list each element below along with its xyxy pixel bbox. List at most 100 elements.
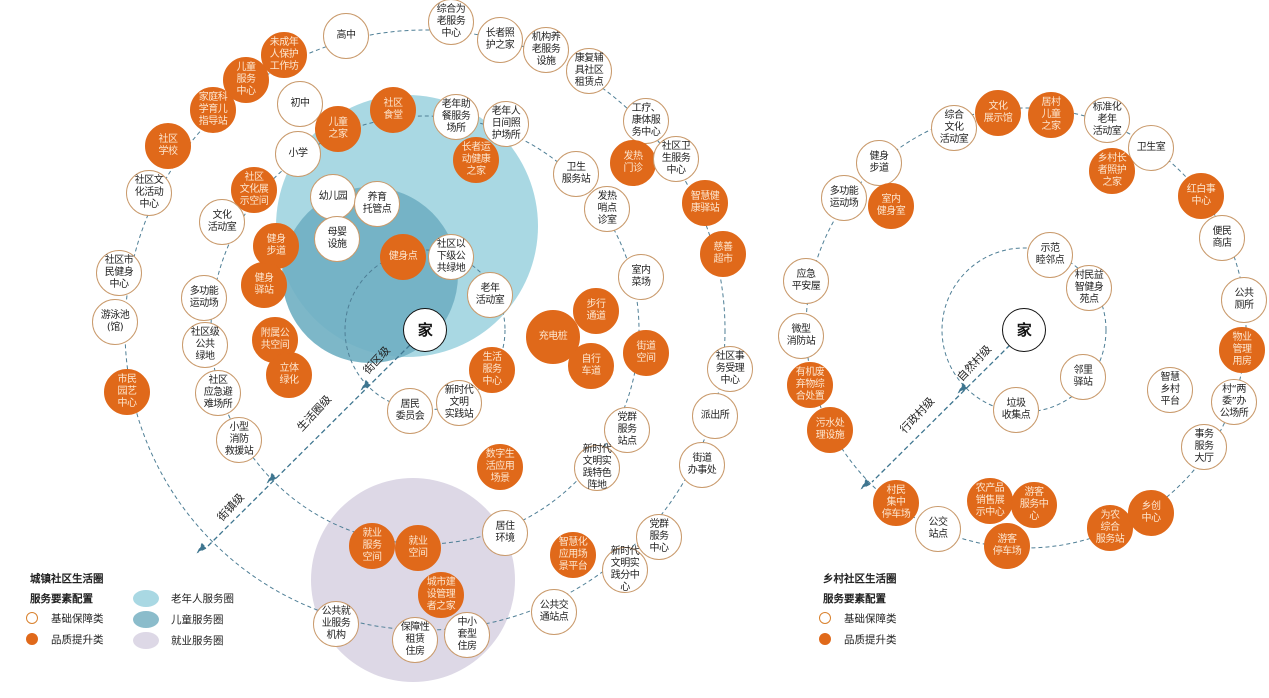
rural-service-node-quality: 居村 儿童 之家 xyxy=(1028,92,1074,138)
rural-service-node-basic: 智慧 乡村 平台 xyxy=(1147,367,1193,413)
urban-circle-legend: 老年人服务圈 儿童服务圈 就业服务圈 xyxy=(133,589,234,654)
rural-service-node-basic: 邻里 驿站 xyxy=(1060,354,1106,400)
urban-service-node-basic: 长者照 护之家 xyxy=(477,17,523,63)
legend-subtitle: 服务要素配置 xyxy=(30,593,93,605)
arrow-head xyxy=(266,472,278,484)
urban-service-node-basic: 发热 哨点 诊室 xyxy=(584,186,630,232)
urban-service-node-basic: 卫生 服务站 xyxy=(553,151,599,197)
rural-service-node-quality: 污水处 理设施 xyxy=(807,407,853,453)
rural-service-node-basic: 综合 文化 活动室 xyxy=(931,105,977,151)
urban-service-node-basic: 社区卫 生服务 中心 xyxy=(653,136,699,182)
urban-service-node-quality: 社区 文化展 示空间 xyxy=(231,167,277,213)
urban-service-node-basic: 党群 服务 中心 xyxy=(636,514,682,560)
urban-service-node-quality: 立体 绿化 xyxy=(266,352,312,398)
urban-service-node-basic: 老年助 餐服务 场所 xyxy=(433,94,479,140)
urban-service-node-basic: 幼儿园 xyxy=(310,174,356,220)
rural-service-node-basic: 应急 平安屋 xyxy=(783,258,829,304)
urban-service-node-basic: 初中 xyxy=(277,81,323,127)
rural-service-node-basic: 垃圾 收集点 xyxy=(993,387,1039,433)
quality-marker-icon xyxy=(26,633,38,645)
rural-service-node-basic: 村“两 委”办 公场所 xyxy=(1211,379,1257,425)
urban-service-node-quality: 生活 服务 中心 xyxy=(469,347,515,393)
legend-title: 乡村社区生活圈 xyxy=(823,573,897,585)
rural-service-node-quality: 游客 服务中 心 xyxy=(1011,482,1057,528)
urban-legend: 城镇社区生活圈 服务要素配置 基础保障类 品质提升类 xyxy=(26,571,104,653)
rural-service-node-basic: 标准化 老年 活动室 xyxy=(1084,97,1130,143)
basic-marker-icon xyxy=(819,612,831,624)
rural-service-node-quality: 村民 集中 停车场 xyxy=(873,480,919,526)
quality-marker-icon xyxy=(819,633,831,645)
urban-service-node-quality: 未成年 人保护 工作坊 xyxy=(261,32,307,78)
urban-service-node-basic: 新时代 文明实 践特色 阵地 xyxy=(574,444,620,491)
rural-service-node-quality: 乡村长 者照护 之家 xyxy=(1089,148,1135,194)
legend-children: 儿童服务圈 xyxy=(171,613,224,626)
urban-service-node-quality: 数字生 活应用 场景 xyxy=(477,444,523,490)
employment-swatch-icon xyxy=(133,631,159,649)
urban-service-node-quality: 社区 学校 xyxy=(145,123,191,169)
children-swatch-icon xyxy=(133,610,159,628)
urban-service-node-basic: 母婴 设施 xyxy=(314,216,360,262)
urban-service-node-basic: 党群 服务 站点 xyxy=(604,407,650,453)
legend-elderly: 老年人服务圈 xyxy=(171,592,234,605)
urban-service-node-quality: 儿童 之家 xyxy=(315,106,361,152)
urban-service-node-quality: 街道 空间 xyxy=(623,330,669,376)
urban-service-node-quality: 市民 园艺 中心 xyxy=(104,369,150,415)
basic-marker-icon xyxy=(26,612,38,624)
rural-service-node-quality: 乡创 中心 xyxy=(1128,490,1174,536)
urban-service-node-basic: 新时代 文明实 践分中 心 xyxy=(602,546,648,593)
rural-service-node-quality: 文化 展示馆 xyxy=(975,90,1021,136)
urban-service-node-basic: 老年 活动室 xyxy=(467,272,513,318)
rural-service-node-basic: 村民益 智健身 苑点 xyxy=(1066,265,1112,311)
urban-service-node-quality: 家庭科 学育儿 指导站 xyxy=(190,87,236,133)
urban-service-node-quality: 发热 门诊 xyxy=(610,140,656,186)
urban-service-node-basic: 老年人 日间照 护场所 xyxy=(483,101,529,147)
urban-service-node-basic: 室内 菜场 xyxy=(618,254,664,300)
urban-ring-block xyxy=(344,249,506,411)
urban-service-node-quality: 就业 服务 空间 xyxy=(349,523,395,569)
urban-service-node-basic: 保障性 租赁 住房 xyxy=(392,617,438,663)
urban-service-node-quality: 长者运 动健康 之家 xyxy=(453,137,499,183)
urban-service-node-basic: 社区文 化活动 中心 xyxy=(126,170,172,216)
arrow-head xyxy=(957,382,969,394)
urban-service-node-basic: 中小 套型 住房 xyxy=(444,612,490,658)
urban-service-node-basic: 机构养 老服务 设施 xyxy=(523,27,569,73)
urban-service-node-quality: 儿童 服务 中心 xyxy=(223,57,269,103)
elderly-swatch-icon xyxy=(133,589,159,607)
urban-service-node-quality: 慈善 超市 xyxy=(700,231,746,277)
urban-service-node-basic: 小学 xyxy=(275,131,321,177)
urban-service-node-basic: 公共交 通站点 xyxy=(531,589,577,635)
rural-level-arrow xyxy=(871,344,1011,483)
rural-service-node-basic: 事务 服务 大厅 xyxy=(1181,424,1227,470)
legend-quality: 品质提升类 xyxy=(51,633,104,646)
rural-service-node-quality: 农产品 销售展 示中心 xyxy=(967,478,1013,524)
rural-service-node-basic: 公交 站点 xyxy=(915,506,961,552)
urban-service-node-quality: 健身点 xyxy=(380,234,426,280)
urban-service-node-quality: 智慧健 康驿站 xyxy=(682,180,728,226)
rural-service-node-quality: 有机废 弃物综 合处置 xyxy=(787,362,833,408)
urban-service-node-basic: 多功能 运动场 xyxy=(181,275,227,321)
urban-service-node-basic: 社区事 务受理 中心 xyxy=(707,346,753,392)
urban-service-node-basic: 文化 活动室 xyxy=(199,199,245,245)
rural-service-node-basic: 多功能 运动场 xyxy=(821,175,867,221)
urban-service-node-quality: 智慧化 应用场 景平台 xyxy=(550,532,596,578)
legend-employment: 就业服务圈 xyxy=(171,634,224,647)
rural-service-node-basic: 健身 步道 xyxy=(856,140,902,186)
rural-service-node-basic: 微型 消防站 xyxy=(778,313,824,359)
urban-service-node-basic: 养育 托管点 xyxy=(354,181,400,227)
legend-subtitle: 服务要素配置 xyxy=(823,593,886,605)
urban-service-node-basic: 游泳池 (馆) xyxy=(92,299,138,345)
urban-service-node-basic: 街道 办事处 xyxy=(679,442,725,488)
urban-service-node-basic: 居民 委员会 xyxy=(387,388,433,434)
rural-legend: 乡村社区生活圈 服务要素配置 基础保障类 品质提升类 xyxy=(819,571,897,653)
urban-service-node-quality: 城市建 设管理 者之家 xyxy=(418,572,464,618)
urban-service-node-quality: 健身 驿站 xyxy=(241,262,287,308)
urban-service-node-basic: 工疗、 康体服 务中心 xyxy=(623,98,669,144)
urban-service-node-basic: 居住 环境 xyxy=(482,510,528,556)
urban-service-node-basic: 高中 xyxy=(323,13,369,59)
urban-service-node-basic: 社区 应急避 难场所 xyxy=(195,370,241,416)
urban-service-node-quality: 自行 车道 xyxy=(568,343,614,389)
arrow-head xyxy=(360,379,372,391)
rural-service-node-basic: 示范 睦邻点 xyxy=(1027,232,1073,278)
legend-title: 城镇社区生活圈 xyxy=(30,573,104,585)
rural-service-node-basic: 卫生室 xyxy=(1128,125,1174,171)
